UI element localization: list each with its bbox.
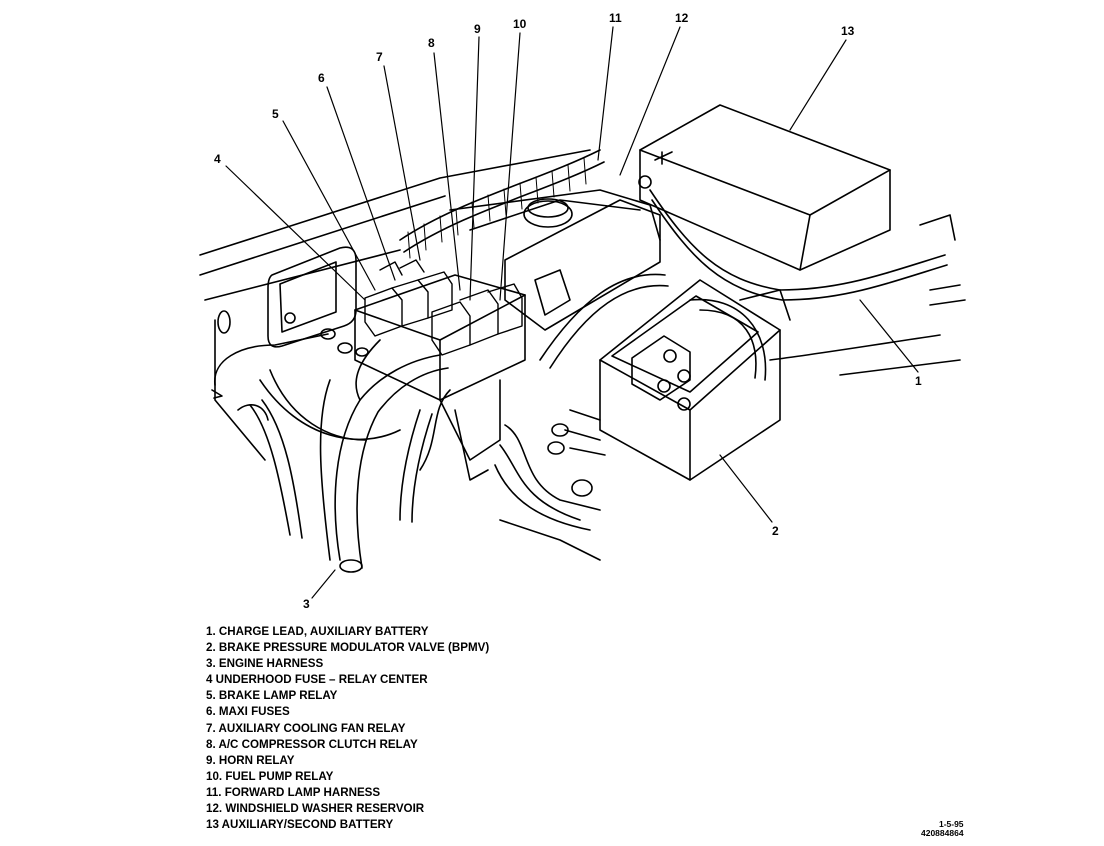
relay-blocks xyxy=(364,259,523,356)
fuse-relay-center xyxy=(354,274,526,481)
figure-code-line-2: 420884864 xyxy=(921,828,964,838)
legend-item: 3. ENGINE HARNESS xyxy=(206,657,324,671)
parts-legend: 1. CHARGE LEAD, AUXILIARY BATTERY 2. BRA… xyxy=(206,624,489,833)
figure-code: 1-5-95 420884864 xyxy=(921,820,964,838)
legend-item: 9. HORN RELAY xyxy=(206,753,295,767)
charge-lead-auxiliary-battery xyxy=(638,175,948,361)
callout-3: 3 xyxy=(303,597,310,611)
brake-pressure-modulator-valve xyxy=(599,279,791,481)
callout-4: 4 xyxy=(214,152,221,166)
legend-item: 7. AUXILIARY COOLING FAN RELAY xyxy=(206,721,406,735)
callout-1: 1 xyxy=(915,374,922,388)
legend-item: 5. BRAKE LAMP RELAY xyxy=(206,689,338,703)
terminals-and-cables xyxy=(211,328,401,441)
legend-item: 10. FUEL PUMP RELAY xyxy=(206,769,334,783)
auxiliary-battery xyxy=(639,104,891,271)
callout-7: 7 xyxy=(376,50,383,64)
legend-item: 4 UNDERHOOD FUSE – RELAY CENTER xyxy=(206,673,428,687)
legend-item: 13 AUXILIARY/SECOND BATTERY xyxy=(206,818,394,832)
washer-reservoir xyxy=(504,198,661,331)
callout-8: 8 xyxy=(428,36,435,50)
callout-9: 9 xyxy=(474,22,481,36)
callout-2: 2 xyxy=(772,524,779,538)
callout-13: 13 xyxy=(841,24,855,38)
brake-lines xyxy=(494,409,606,531)
callout-10: 10 xyxy=(513,17,527,31)
legend-item: 6. MAXI FUSES xyxy=(206,705,290,719)
callout-6: 6 xyxy=(318,71,325,85)
body-panel-outline xyxy=(199,149,966,561)
legend-item: 2. BRAKE PRESSURE MODULATOR VALVE (BPMV) xyxy=(206,641,490,655)
callout-11: 11 xyxy=(609,11,622,25)
legend-item: 8. A/C COMPRESSOR CLUTCH RELAY xyxy=(206,737,418,751)
legend-item: 12. WINDSHIELD WASHER RESERVOIR xyxy=(206,802,425,816)
callout-12: 12 xyxy=(675,11,689,25)
callout-leader-lines xyxy=(225,26,919,599)
callout-5: 5 xyxy=(272,107,279,121)
engine-harness xyxy=(237,273,767,573)
legend-item: 1. CHARGE LEAD, AUXILIARY BATTERY xyxy=(206,625,429,638)
callout-numbers: 1 2 3 4 5 6 7 8 9 10 11 12 13 xyxy=(214,11,922,611)
legend-item: 11. FORWARD LAMP HARNESS xyxy=(206,785,381,799)
forward-lamp-harness xyxy=(399,149,605,259)
figure-code-line-1: 1-5-95 xyxy=(938,819,964,829)
